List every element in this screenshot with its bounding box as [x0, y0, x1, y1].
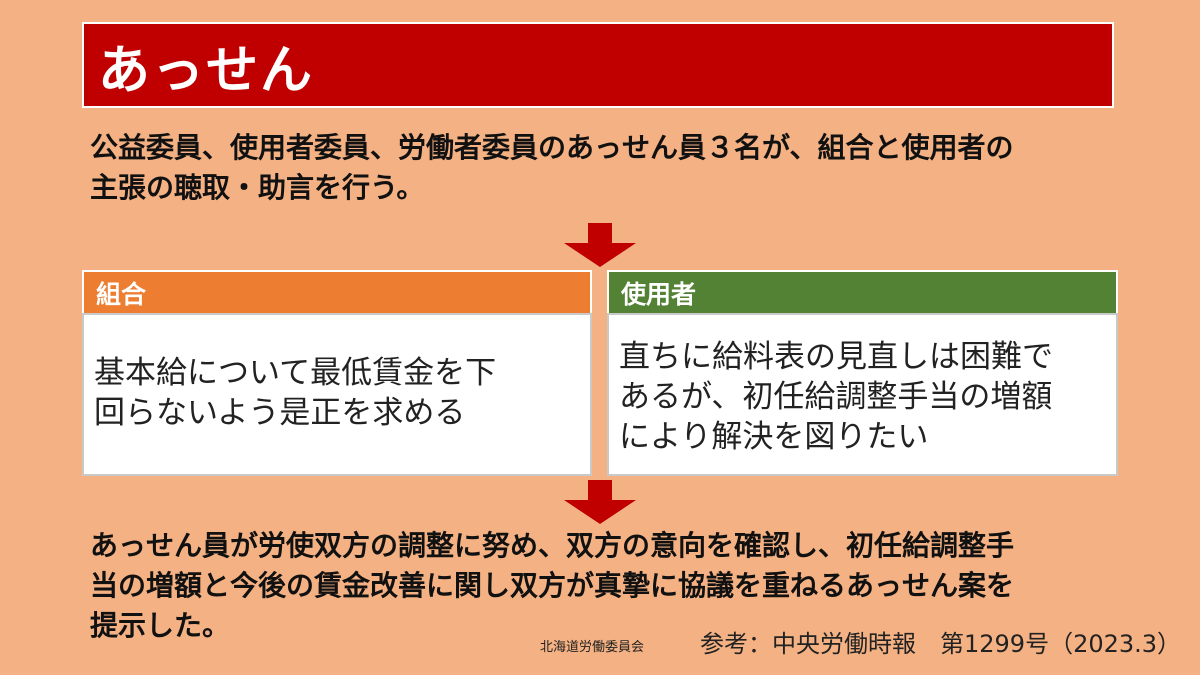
- conclusion-line: あっせん員が労使双方の調整に努め、双方の意向を確認し、初任給調整手: [90, 529, 1015, 562]
- page-title: あっせん: [98, 40, 315, 101]
- employer-claim: 直ちに給料表の見直しは困難で あるが、初任給調整手当の増額 により解決を図りたい: [607, 313, 1118, 476]
- employer-claim-line: あるが、初任給調整手当の増額: [619, 379, 1053, 415]
- intro-line: 公益委員、使用者委員、労働者委員のあっせん員３名が、組合と使用者の: [90, 131, 1014, 164]
- union-claim-line: 回らないよう是正を求める: [94, 395, 466, 431]
- employer-claim-line: 直ちに給料表の見直しは困難で: [619, 339, 1053, 375]
- organization-name: 北海道労働委員会: [540, 640, 645, 655]
- union-claim: 基本給について最低賃金を下 回らないよう是正を求める: [82, 313, 592, 476]
- title-banner: あっせん: [82, 22, 1114, 108]
- union-header: 組合: [82, 270, 592, 313]
- down-arrow-icon: [564, 223, 636, 267]
- reference-citation: 参考：中央労働時報 第1299号（2023.3）: [700, 630, 1182, 658]
- conclusion-text: あっせん員が労使双方の調整に努め、双方の意向を確認し、初任給調整手 当の増額と今…: [90, 526, 1130, 646]
- down-arrow-icon: [564, 480, 636, 524]
- intro-line: 主張の聴取・助言を行う。: [90, 171, 425, 204]
- union-panel: 組合 基本給について最低賃金を下 回らないよう是正を求める: [82, 270, 592, 476]
- employer-panel: 使用者 直ちに給料表の見直しは困難で あるが、初任給調整手当の増額 により解決を…: [607, 270, 1118, 476]
- union-claim-line: 基本給について最低賃金を下: [94, 355, 497, 391]
- employer-claim-line: により解決を図りたい: [619, 419, 929, 455]
- conclusion-line: 提示した。: [90, 609, 231, 642]
- conclusion-line: 当の増額と今後の賃金改善に関し双方が真摯に協議を重ねるあっせん案を: [90, 569, 1015, 602]
- intro-text: 公益委員、使用者委員、労働者委員のあっせん員３名が、組合と使用者の 主張の聴取・…: [90, 128, 1130, 208]
- employer-header: 使用者: [607, 270, 1118, 313]
